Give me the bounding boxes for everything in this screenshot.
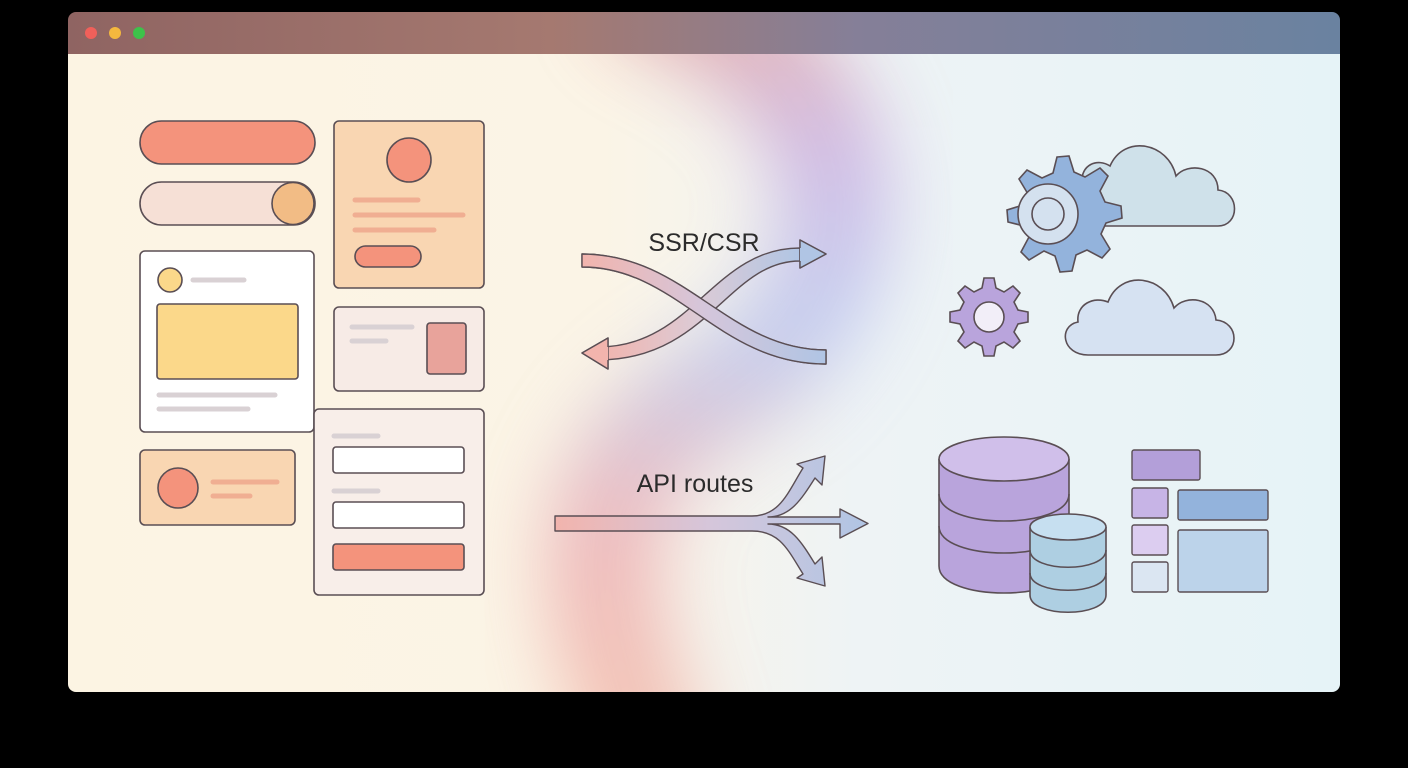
data-table-icon <box>1131 449 1269 593</box>
profile-card-icon <box>333 120 485 289</box>
rendering-label: SSR/CSR <box>648 229 759 257</box>
maximize-button[interactable] <box>133 27 145 39</box>
small-database-icon <box>1029 513 1107 614</box>
gear-icon <box>1006 155 1123 273</box>
media-card-icon <box>333 306 485 392</box>
api-label: API routes <box>637 470 754 498</box>
post-card-icon <box>139 250 315 433</box>
form-card-icon <box>313 408 485 596</box>
backend-group <box>938 145 1269 614</box>
branching-arrows-icon <box>554 455 869 587</box>
frontend-ui-group <box>139 120 485 596</box>
pill-button-icon <box>139 120 316 165</box>
database-icon <box>938 436 1070 594</box>
crossing-arrows-icon <box>581 239 827 370</box>
cloud-icon <box>1064 279 1235 356</box>
toggle-icon <box>139 181 316 226</box>
minimize-button[interactable] <box>109 27 121 39</box>
title-bar <box>68 12 1340 54</box>
architecture-diagram: SSR/CSR API routes <box>68 54 1340 692</box>
browser-window: SSR/CSR API routes <box>68 12 1340 692</box>
user-card-icon <box>139 449 296 526</box>
close-button[interactable] <box>85 27 97 39</box>
small-gear-icon <box>949 277 1029 357</box>
